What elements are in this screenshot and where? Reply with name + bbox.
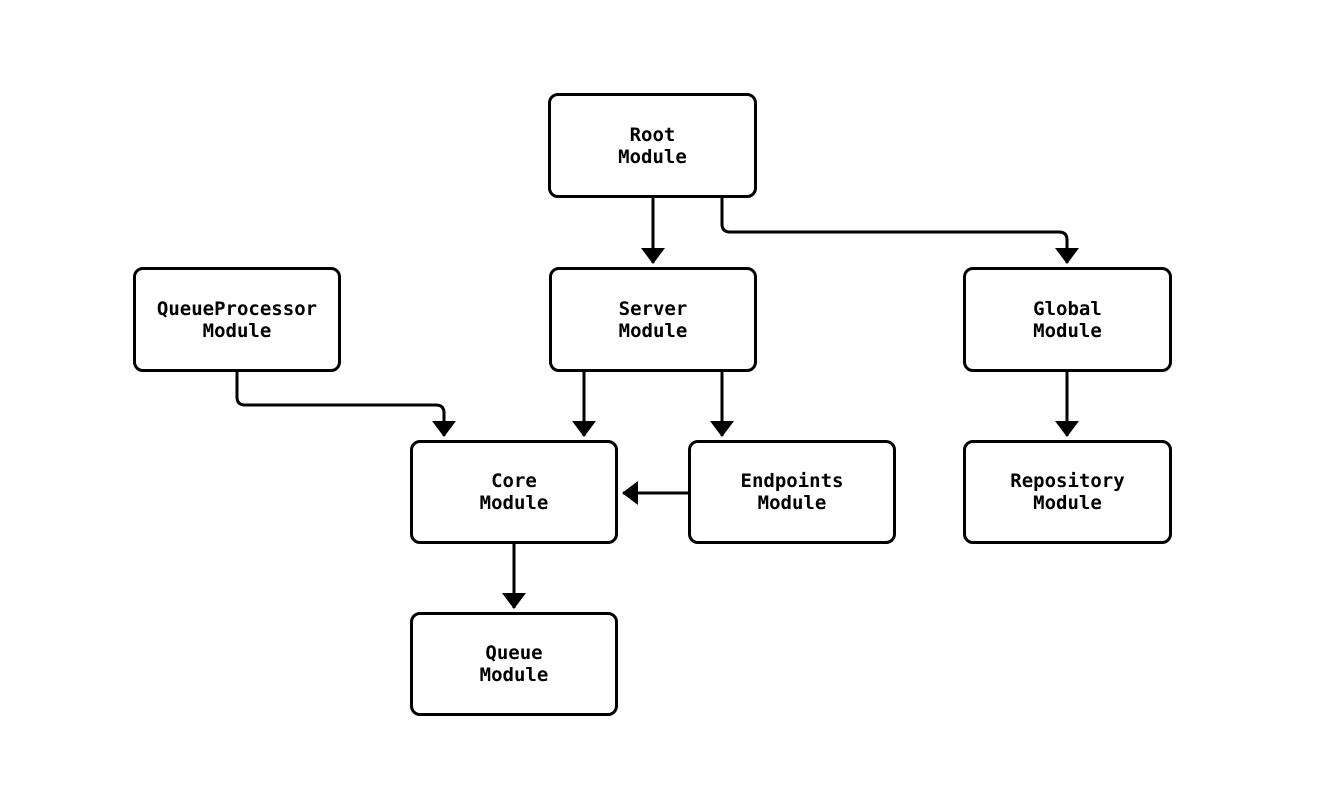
edge-root-module-to-global-module <box>720 198 1079 264</box>
node-root-module: Root Module <box>548 93 757 198</box>
node-root-module-label: Root Module <box>618 123 687 168</box>
node-server-module-label: Server Module <box>618 297 688 342</box>
node-repository-module: Repository Module <box>963 440 1172 544</box>
node-server-module: Server Module <box>549 267 757 372</box>
node-global-module-label: Global Module <box>1033 297 1102 342</box>
node-core-module: Core Module <box>410 440 618 544</box>
node-queueprocessor-module-label: QueueProcessor Module <box>156 297 318 342</box>
node-endpoints-module-label: Endpoints Module <box>740 470 844 514</box>
node-core-module-label: Core Module <box>479 470 549 514</box>
node-queue-module-label: Queue Module <box>479 642 549 686</box>
node-global-module: Global Module <box>963 267 1172 372</box>
node-endpoints-module: Endpoints Module <box>688 440 896 544</box>
node-queue-module: Queue Module <box>410 612 618 716</box>
node-queueprocessor-module: QueueProcessor Module <box>133 267 341 372</box>
node-repository-module-label: Repository Module <box>1010 470 1125 514</box>
edge-queueprocessor-module-to-core-module <box>235 372 456 437</box>
